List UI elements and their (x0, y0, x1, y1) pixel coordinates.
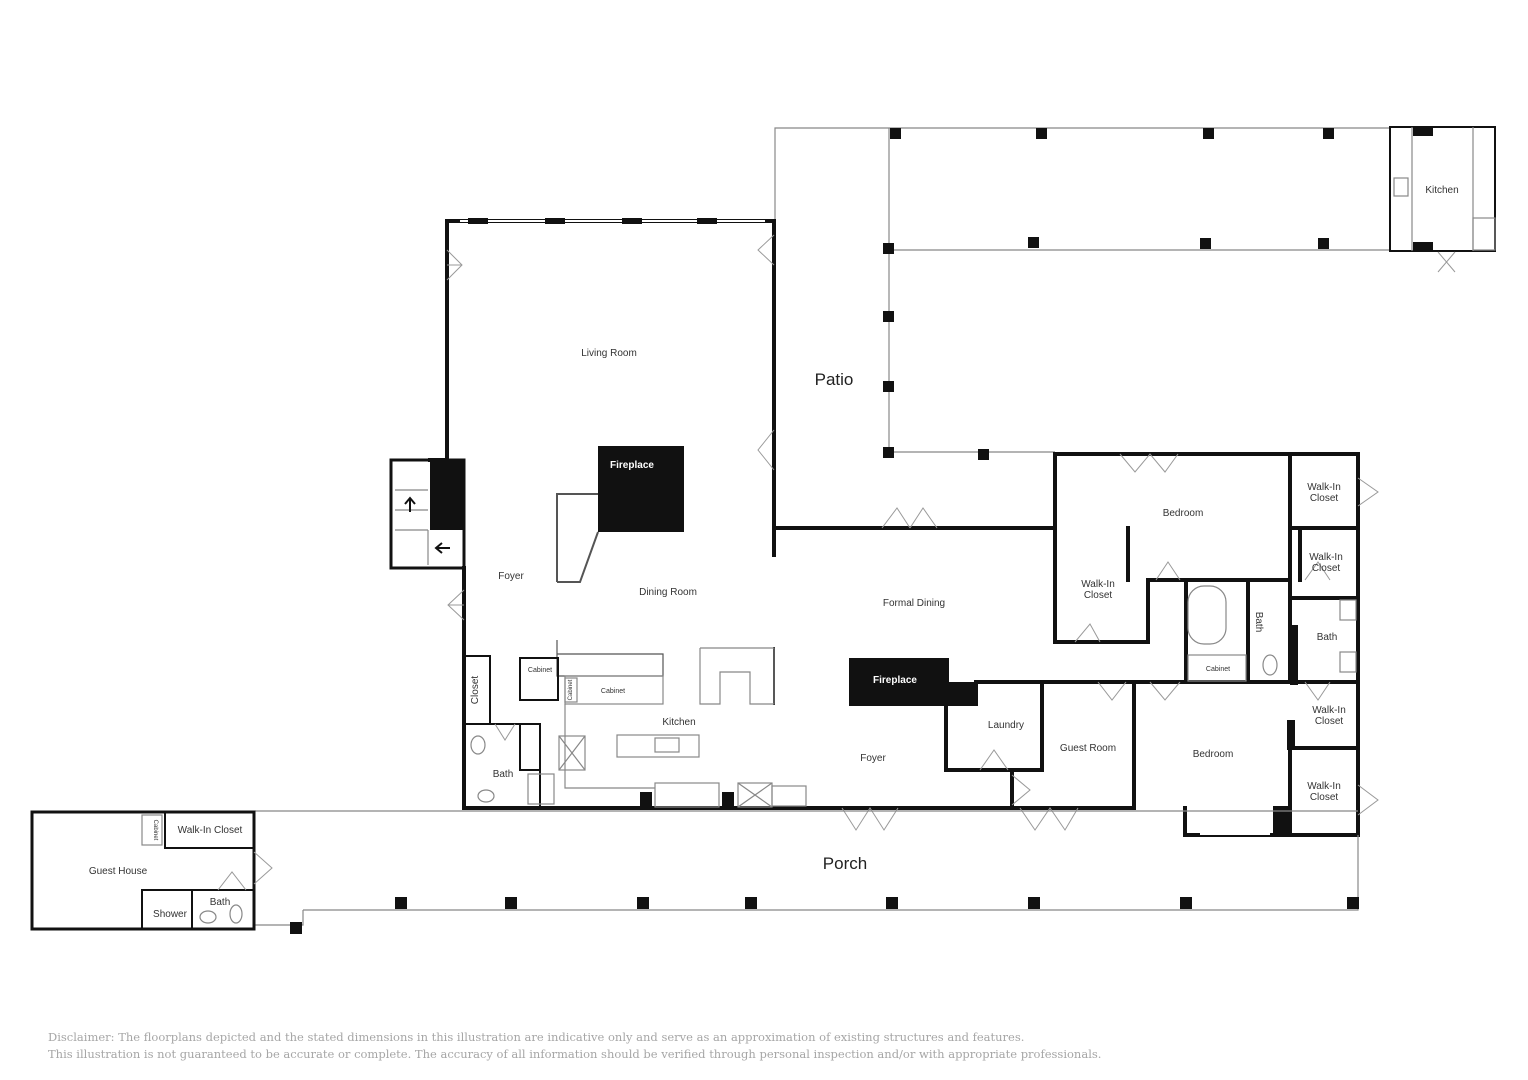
label-bath-kitchen: Bath (493, 769, 514, 780)
label-cabinet-1: Cabinet (528, 667, 552, 674)
label-guest-room: Guest Room (1060, 743, 1116, 754)
label-guest-house: Guest House (89, 866, 148, 877)
bath-fixtures (1187, 585, 1357, 682)
outdoor-kitchen (1389, 126, 1496, 273)
porch (255, 810, 1359, 934)
kitchen-interior (519, 640, 807, 808)
label-kitchen-main: Kitchen (662, 717, 695, 728)
fireplace-2 (849, 658, 978, 706)
guest-house (30, 810, 273, 931)
label-patio: Patio (815, 370, 854, 389)
disclaimer-line-1: Disclaimer: The floorplans depicted and … (48, 1030, 1025, 1044)
main-house-walls (447, 452, 1379, 837)
label-cabinet-5: Cabinet (152, 820, 158, 841)
label-foyer-2: Foyer (860, 753, 886, 764)
label-bath-2: Bath (1317, 632, 1338, 643)
label-cabinet-2: Cabinet (568, 679, 574, 700)
label-living-room: Living Room (581, 348, 637, 359)
label-closet: Closet (470, 676, 481, 705)
label-dining-room: Dining Room (639, 587, 697, 598)
disclaimer-line-2: This illustration is not guaranteed to b… (48, 1047, 1102, 1061)
label-fireplace-2: Fireplace (873, 675, 917, 686)
label-porch: Porch (823, 854, 867, 873)
label-formal-dining: Formal Dining (883, 598, 945, 609)
label-bedroom-2: Bedroom (1193, 749, 1234, 760)
label-bedroom-1: Bedroom (1163, 508, 1204, 519)
room-labels: Living Room Patio Kitchen Fireplace Foye… (89, 185, 1459, 920)
kitchen-closet-bath (463, 655, 555, 809)
label-walkin-closet-gh: Walk-In Closet (178, 825, 243, 836)
label-laundry: Laundry (988, 720, 1024, 731)
label-cabinet-4: Cabinet (1206, 666, 1230, 673)
patio-columns (883, 128, 1334, 460)
disclaimer: Disclaimer: The floorplans depicted and … (48, 1029, 1248, 1063)
label-fireplace-1: Fireplace (610, 460, 654, 471)
label-cabinet-3: Cabinet (601, 688, 625, 695)
fireplace-1 (598, 446, 684, 532)
label-shower: Shower (153, 909, 188, 920)
label-outdoor-kitchen: Kitchen (1425, 185, 1458, 196)
label-foyer-1: Foyer (498, 571, 524, 582)
patio-outline (774, 127, 1390, 528)
label-bath-guest-house: Bath (210, 897, 231, 908)
stairs (389, 458, 466, 570)
label-bath-master: Bath (1253, 612, 1264, 633)
